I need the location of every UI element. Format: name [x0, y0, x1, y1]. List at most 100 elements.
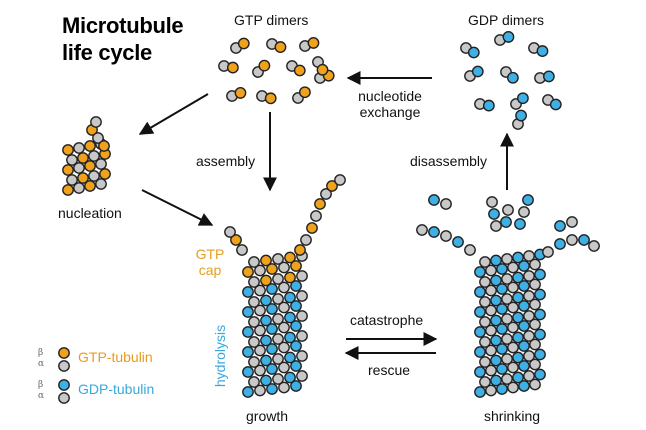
shrink-12-1 [485, 264, 497, 277]
nuc-tip-1 [92, 132, 104, 144]
shrink-0-1 [485, 384, 497, 397]
nuc-tip-3 [90, 116, 102, 128]
shrink-12-2 [496, 263, 508, 275]
growth-1-2 [272, 373, 284, 385]
growth-4-1 [254, 344, 266, 357]
legend-gtp-beta-icon [58, 347, 70, 359]
shrink-7-4 [523, 310, 535, 322]
shrink-9-5 [534, 288, 546, 301]
shrink-12-0 [474, 266, 486, 278]
shrink-11-0 [479, 276, 491, 288]
shrink-2-5 [529, 358, 541, 371]
gdp-dimer-2-beta [536, 45, 549, 57]
shrink-11-4 [523, 270, 535, 282]
nuc-0-2 [84, 140, 96, 152]
growth-8-4 [290, 300, 302, 312]
legend-beta-symbol: β [38, 348, 44, 358]
shrink-6-5 [529, 318, 541, 331]
nuc-4-0 [62, 184, 74, 196]
shrink-10-1 [485, 284, 497, 297]
shrink-3-2 [501, 353, 513, 365]
growth-12-4 [290, 260, 302, 272]
growth-3-0 [248, 356, 260, 368]
gtp-dimer-5-beta [293, 64, 306, 77]
shrink-3-5 [534, 348, 546, 361]
growth-10-4 [290, 280, 302, 292]
shrink-curl-left-4 [416, 224, 428, 236]
gdp-dimer-4-beta [506, 71, 519, 84]
growth-tip-4 [300, 234, 312, 246]
shrink-8-2 [496, 303, 508, 315]
gtp-dimer-10-beta [316, 63, 329, 76]
growth-8-3 [278, 301, 290, 314]
growth-7-1 [260, 314, 272, 327]
shrink-12-5 [529, 258, 541, 271]
nucleotide-exchange-label: nucleotide exchange [348, 88, 432, 120]
growth-11-1 [260, 274, 272, 287]
growth-3-2 [272, 353, 284, 365]
shrink-8-4 [518, 300, 530, 312]
shrink-2-4 [518, 360, 530, 372]
shrink-4-2 [496, 343, 508, 355]
gdp-dimers-cluster [460, 31, 562, 130]
growth-3-3 [284, 351, 296, 364]
legend-beta-symbol-2: β [38, 380, 44, 390]
gtp-dimer-8-beta [264, 92, 277, 105]
shrink-11-3 [512, 271, 524, 284]
shrink-curl-right-4 [588, 240, 600, 252]
shrink-13-0 [479, 256, 491, 268]
growth-2-4 [290, 360, 302, 372]
growth-6-0 [242, 326, 254, 338]
nuc-4-2 [84, 180, 96, 192]
legend-alpha-symbol-2: α [38, 391, 45, 401]
shrink-4-0 [474, 346, 486, 358]
nuc-3-3 [99, 168, 111, 180]
shrink-6-4 [518, 320, 530, 332]
growth-2-1 [254, 364, 266, 377]
shrink-4-5 [529, 338, 541, 351]
shrink-10-4 [518, 280, 530, 292]
shrink-3-3 [512, 351, 524, 364]
growth-4-3 [278, 341, 290, 354]
shrink-7-5 [534, 308, 546, 321]
shrink-10-3 [507, 281, 519, 294]
growth-11-0 [248, 276, 260, 288]
growth-12-0 [242, 266, 254, 278]
growth-8-0 [242, 306, 254, 318]
shrink-0-3 [507, 381, 519, 394]
legend-alpha-symbol: α [38, 359, 45, 369]
nuc-tip-2 [98, 140, 110, 152]
shrink-curl-right-0 [542, 246, 554, 258]
shrink-peel-2 [486, 196, 498, 208]
shrink-9-3 [512, 291, 524, 304]
growth-9-3 [284, 291, 296, 304]
nuc-1-0 [66, 154, 78, 166]
growth-0-2 [266, 383, 278, 395]
shrink-peel-0 [490, 220, 502, 232]
shrink-curl-left-2 [440, 230, 452, 242]
shrink-3-0 [479, 356, 491, 368]
growth-3-4 [296, 350, 308, 362]
shrink-curl-left-1 [452, 236, 464, 248]
catastrophe-label: catastrophe [350, 312, 424, 328]
shrink-8-1 [485, 304, 497, 317]
disassembly-label: disassembly [410, 153, 488, 169]
shrink-3-4 [523, 350, 535, 362]
shrink-6-2 [496, 323, 508, 335]
growth-10-2 [266, 283, 278, 295]
growth-2-2 [266, 363, 278, 375]
shrink-5-0 [479, 336, 491, 348]
shrink-13-1 [490, 254, 502, 267]
assembly-label: assembly [196, 153, 256, 169]
nuc-3-1 [77, 172, 89, 184]
growth-tip-6 [310, 210, 322, 222]
shrink-4-4 [518, 340, 530, 352]
shrink-curl-right-2 [566, 234, 578, 246]
gdp-dimer-3-beta [471, 65, 484, 78]
growth-13-3 [284, 251, 296, 264]
shrink-curl-left-0 [464, 244, 476, 256]
growth-10-0 [242, 286, 254, 298]
title-line-2: life cycle [62, 40, 152, 65]
shrink-1-0 [479, 376, 491, 388]
shrink-1-3 [512, 371, 524, 384]
